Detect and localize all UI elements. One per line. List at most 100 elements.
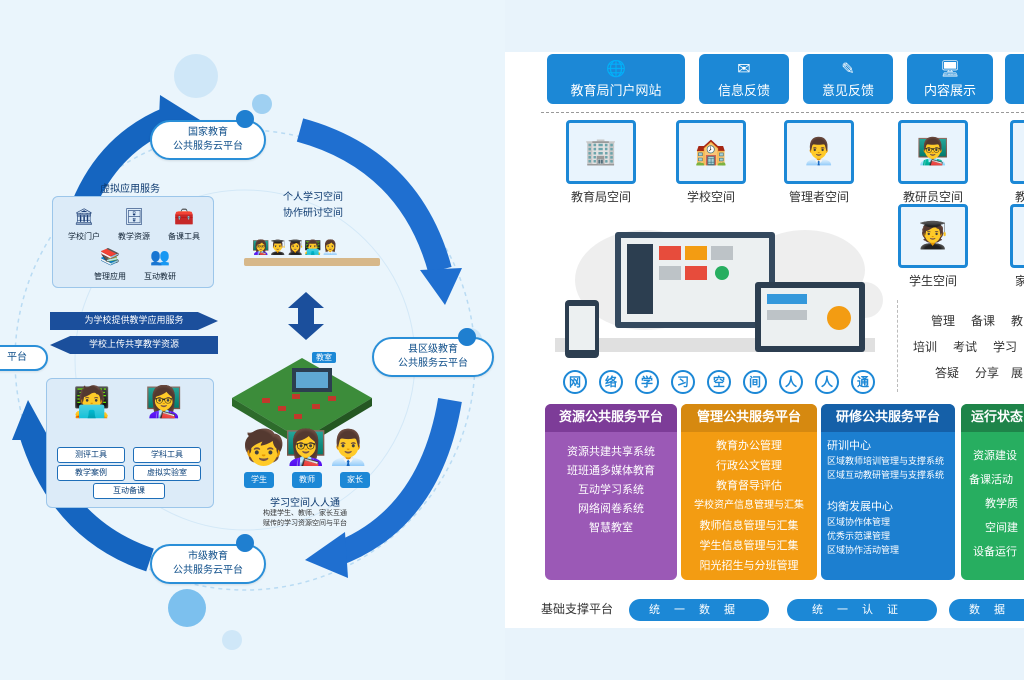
platform-item[interactable]: 资源共建共享系统: [567, 445, 655, 458]
platform-item[interactable]: 区域协作活动管理: [827, 546, 900, 556]
pill-unified-auth[interactable]: 统一认证: [787, 599, 937, 621]
books-icon: 📚: [100, 247, 120, 266]
meeting-illustration: 👩‍🏫👨‍🎓👩‍🎓👨‍💻👩‍💼: [244, 232, 380, 282]
space-school-label: 学校空间: [686, 190, 735, 204]
platform-item[interactable]: 资源建设: [973, 449, 1017, 462]
banner-char: 空: [707, 370, 731, 394]
upload-arrow: 学校上传共享教学资源: [50, 336, 218, 354]
platform-item[interactable]: 互动学习系统: [578, 483, 644, 496]
platform-group-title: 研训中心: [827, 439, 871, 452]
cloud-city-line1: 市级教育: [188, 551, 228, 562]
platform-item[interactable]: 备课活动: [969, 473, 1013, 486]
platform-item[interactable]: 班班通多媒体教育: [567, 464, 655, 477]
database-icon: 🗄: [123, 207, 145, 226]
space-manager-label: 管理者空间: [788, 190, 849, 204]
cloud-city-line2: 公共服务云平台: [173, 565, 243, 576]
personal-space-label: 个人学习空间: [283, 192, 343, 203]
func-training[interactable]: 培训: [912, 340, 937, 354]
pill-data-edge[interactable]: 数据: [949, 599, 1024, 621]
func-study[interactable]: 学习: [992, 340, 1017, 354]
space-edge-bottom[interactable]: 家: [1001, 204, 1024, 289]
more-button-edge[interactable]: [1005, 54, 1024, 104]
service-arrow: 为学校提供教学应用服务: [50, 312, 218, 330]
portal-website-button[interactable]: 🌐 教育局门户网站: [547, 54, 685, 104]
platform-group-title: 均衡发展中心: [827, 500, 893, 513]
platform-item[interactable]: 学生信息管理与汇集: [699, 539, 799, 552]
func-edge-3[interactable]: 展: [1010, 366, 1023, 380]
portal-architecture-diagram: 🌐 教育局门户网站 ✉ 信息反馈 ✎ 意见反馈 🖥 内容展示 🏢 教育局空间 🏫…: [505, 52, 1024, 628]
platform-management-title: 管理公共服务平台: [681, 404, 817, 432]
tool-subject: 学科工具: [133, 447, 201, 463]
platform-research-title: 研修公共服务平台: [821, 404, 955, 432]
cloud-decoration: [236, 110, 254, 128]
banner-char: 络: [599, 370, 623, 394]
platform-item[interactable]: 区域协作体管理: [827, 518, 891, 528]
cloud-county-line1: 县区级教育: [408, 344, 458, 355]
arrow-bottom-left: [18, 426, 154, 572]
cycle-arrows: [12, 54, 482, 650]
func-exam[interactable]: 考试: [952, 340, 977, 354]
space-student[interactable]: 🧑‍🎓 学生空间: [891, 204, 975, 289]
func-lesson-prep[interactable]: 备课: [970, 314, 995, 328]
banner-char: 习: [671, 370, 695, 394]
toolbox-icon: 🧰: [174, 207, 194, 226]
role-teacher: 教师: [292, 472, 322, 488]
platform-operation-status: 运行状态 资源建设 备课活动 教学质 空间建 设备运行: [961, 404, 1024, 580]
monitor-icon: 🖥: [939, 59, 961, 78]
platform-item[interactable]: 阳光招生与分班管理: [699, 559, 799, 572]
platform-item[interactable]: 空间建: [985, 521, 1018, 534]
platform-research: 研修公共服务平台 研训中心 区域教师培训管理与支撑系统 区域互动教研管理与支撑系…: [821, 404, 955, 580]
tool-assessment: 测评工具: [57, 447, 125, 463]
platform-item[interactable]: 区域教师培训管理与支撑系统: [827, 457, 945, 467]
classroom-illustration: [232, 358, 372, 448]
student-laptop-icon: 🧑‍💻: [73, 385, 111, 420]
banner-char: 人: [779, 370, 803, 394]
space-researcher[interactable]: 👨‍🏫 教研员空间: [891, 120, 975, 205]
space-school[interactable]: 🏫 学校空间: [669, 120, 753, 205]
banner-char: 人: [815, 370, 839, 394]
cloud-decoration: [236, 534, 254, 552]
virtual-app-item-research: 互动教研: [144, 272, 176, 281]
platform-item[interactable]: 教学质: [985, 497, 1018, 510]
cloud-national-line1: 国家教育: [188, 127, 228, 138]
platform-item[interactable]: 设备运行: [973, 545, 1017, 558]
platform-item[interactable]: 区域互动教研管理与支撑系统: [827, 471, 945, 481]
banner-char: 间: [743, 370, 767, 394]
platform-item[interactable]: 教育督导评估: [716, 479, 782, 492]
opinion-feedback-button[interactable]: ✎ 意见反馈: [803, 54, 893, 104]
cloud-left-edge: 平台: [0, 345, 48, 371]
platform-item[interactable]: 网络阅卷系统: [578, 502, 644, 515]
divider: [541, 112, 1024, 114]
func-edge-1[interactable]: 教: [1010, 314, 1023, 328]
student-avatar-icon: 🧑‍🎓: [898, 204, 968, 268]
virtual-app-item-portal: 学校门户: [68, 232, 100, 241]
platform-resources: 资源公共服务平台 资源共建共享系统 班班通多媒体教育 互动学习系统 网络阅卷系统…: [545, 404, 677, 580]
researcher-avatar-icon: 👨‍🏫: [898, 120, 968, 184]
school-portal-icon: 🏛: [73, 207, 95, 226]
content-display-button[interactable]: 🖥 内容展示: [907, 54, 993, 104]
cloud-left-edge-label: 平台: [7, 352, 27, 363]
func-qa[interactable]: 答疑: [934, 366, 959, 380]
function-grid: [897, 300, 1024, 392]
space-edge-top-label: 教: [1014, 190, 1024, 204]
virtual-app-item-tools: 备课工具: [168, 232, 200, 241]
platform-item[interactable]: 教师信息管理与汇集: [699, 519, 799, 532]
info-feedback-button[interactable]: ✉ 信息反馈: [699, 54, 789, 104]
space-education-bureau[interactable]: 🏢 教育局空间: [559, 120, 643, 205]
func-share[interactable]: 分享: [974, 366, 999, 380]
space-education-bureau-label: 教育局空间: [570, 190, 631, 204]
platform-item[interactable]: 智慧教室: [589, 521, 633, 534]
platform-item[interactable]: 教育办公管理: [716, 439, 782, 452]
space-edge-top[interactable]: 教: [1001, 120, 1024, 205]
func-management[interactable]: 管理: [930, 314, 955, 328]
virtual-app-item-resources: 教学资源: [118, 232, 150, 241]
pill-unified-data[interactable]: 统一数据: [629, 599, 769, 621]
avatar-icon: [1009, 120, 1024, 184]
education-cloud-diagram: 国家教育 公共服务云平台 县区级教育 公共服务云平台 市级教育 公共服务云平台 …: [0, 0, 505, 680]
space-manager[interactable]: 👨‍💼 管理者空间: [777, 120, 861, 205]
platform-item[interactable]: 优秀示范课管理: [827, 532, 891, 542]
classroom-label: 教室: [312, 352, 336, 363]
teacher-board-icon: 👩‍🏫: [145, 385, 183, 420]
platform-item[interactable]: 学校资产信息管理与汇集: [694, 500, 804, 511]
platform-item[interactable]: 行政公文管理: [716, 459, 782, 472]
